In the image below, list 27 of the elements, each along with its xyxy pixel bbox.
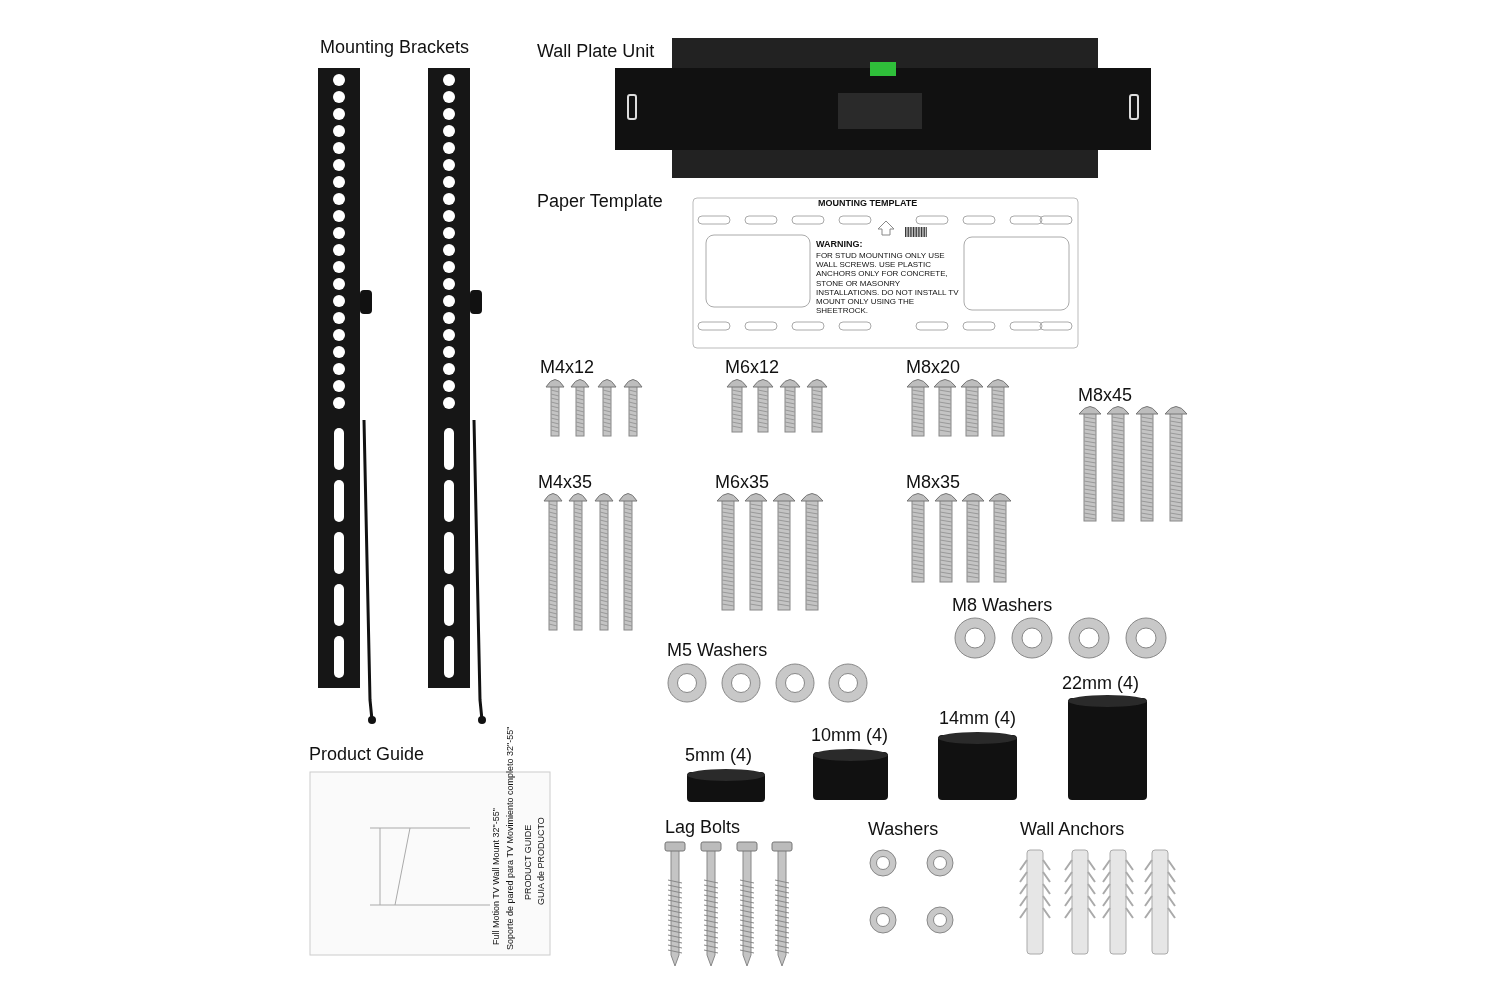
guide-text: PRODUCT GUIDE	[524, 824, 534, 900]
part-label: M6x35	[715, 473, 770, 493]
guide-text: Full Motion TV Wall Mount 32"-55"	[492, 808, 502, 945]
part-label: Mounting Brackets	[320, 38, 470, 58]
part-label: Wall Plate Unit	[537, 42, 655, 62]
part-label: 14mm (4)	[939, 709, 1016, 729]
part-label: 10mm (4)	[811, 726, 888, 746]
part-label: M8x20	[906, 358, 961, 378]
part-label: 5mm (4)	[685, 746, 752, 766]
part-label: M8 Washers	[952, 596, 1053, 616]
part-label: M4x35	[538, 473, 593, 493]
guide-text: Soporte de pared para TV Movimiento completo 32"-55"	[506, 726, 516, 950]
part-label: M8x45	[1078, 386, 1133, 406]
part-label: Washers	[868, 820, 939, 840]
part-label: M5 Washers	[667, 641, 768, 661]
warning-heading: WARNING:	[816, 240, 863, 250]
part-label: Lag Bolts	[665, 818, 741, 838]
template-heading: MOUNTING TEMPLATE	[818, 199, 918, 209]
guide-text: GUIA de PRODUCTO	[537, 817, 547, 905]
part-label: M8x35	[906, 473, 961, 493]
part-label: M6x12	[725, 358, 780, 378]
part-label: M4x12	[540, 358, 595, 378]
part-label: Product Guide	[309, 745, 425, 765]
part-label: Paper Template	[537, 192, 663, 212]
part-label: Wall Anchors	[1020, 820, 1125, 840]
warning-text: FOR STUD MOUNTING ONLY USE WALL SCREWS. USE PLASTIC ANCHORS ONLY FOR CONCRETE, STONE OR MASONRY INSTALLATIONS. DO NOT INSTALL TV MOUNT ONLY USING THE SHEETROCK.	[816, 251, 960, 316]
part-label: 22mm (4)	[1062, 674, 1139, 694]
